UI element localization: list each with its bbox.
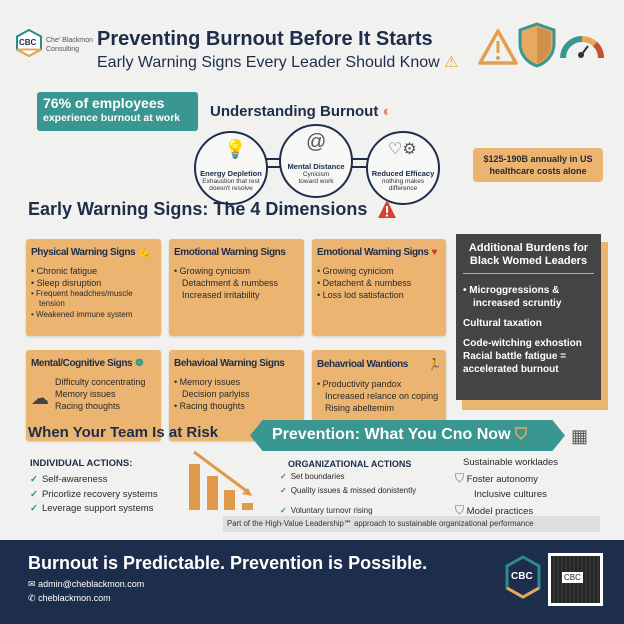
brain-icon: ❁ [135,358,144,369]
understanding-title: Understanding Burnout ◐ [210,103,392,120]
gauge-icon [560,35,605,59]
email-link[interactable]: ✉ admin@cheblackmon.com [28,579,145,589]
warning-title: Early Warning Signs: The 4 Dimensions [28,198,368,219]
shield-icon [518,22,556,68]
card-emotional-2: Emotional Warning Signs♥Growing cyniciom… [312,239,446,336]
brain-cloud-icon: ☁ [31,388,49,408]
card-emotional-1: Emotional Warning SignsGrowing cynicismD… [169,239,304,336]
card-physical: Physical Warning Signs💪Chronic fatigueSl… [26,239,161,336]
declining-bar-chart-icon [189,450,253,510]
shield-icon: ⛉ [514,426,527,443]
footer-logo: CBC [505,555,541,599]
brain-icon: ◐ [382,103,392,120]
alert-icon [378,200,397,218]
warning-icon: ⚠ [444,54,459,71]
footer: Burnout is Predictable. Prevention is Po… [0,540,624,624]
brand-logo: CBC [16,28,42,58]
lightbulb-icon: 💡 [224,139,247,159]
warning-triangle-icon [478,29,518,65]
page-subtitle: Early Warning Signs Every Leader Should … [97,54,459,71]
running-icon: 🏃 [427,359,442,371]
spiral-icon: @ [306,131,327,153]
employee-burnout-stat: 76% of employees experience burnout at w… [37,92,198,131]
individual-actions-title: INDIVIDUAL ACTIONS: [30,458,133,469]
website-link[interactable]: ✆ cheblackmon.com [28,593,111,603]
heart-icon: ♥ [431,247,438,258]
card-mental: Mental/Cognitive Signs❁☁Difficulty conce… [26,350,161,441]
qr-code[interactable]: CBC [548,553,603,606]
footer-tagline: Burnout is Predictable. Prevention is Po… [28,553,428,573]
individual-actions-list: ✓Self-awareness ✓Pricorlize recovery sys… [30,474,158,514]
org-actions-title: ORGANIZATIONAL ACTIONS [288,459,412,469]
sustainable-list: Sustainable worklades ⛉ Foster autonomy … [455,457,559,517]
footnote: Part of the High-Value Leadership℠ appro… [223,516,600,532]
building-icon: ▦ [571,426,589,446]
phone-icon: ✆ [28,593,36,603]
warning-header: Early Warning Signs: The 4 Dimensions [28,198,397,220]
mail-icon: ✉ [28,579,36,589]
prevention-banner: Prevention: What You Cno Now ⛉ [250,420,565,451]
risk-title: When Your Team Is at Risk [28,424,219,441]
page-title: Preventing Burnout Before It Starts [97,28,433,50]
org-actions-list: ✓Set boundaries ✓Quality issues & missed… [280,472,417,515]
shield-icon: ⛉ [455,470,465,485]
muscle-icon: 💪 [138,247,151,258]
shield-icon: ⛉ [455,502,465,517]
heart-gear-icon: ♡⚙ [388,141,417,158]
